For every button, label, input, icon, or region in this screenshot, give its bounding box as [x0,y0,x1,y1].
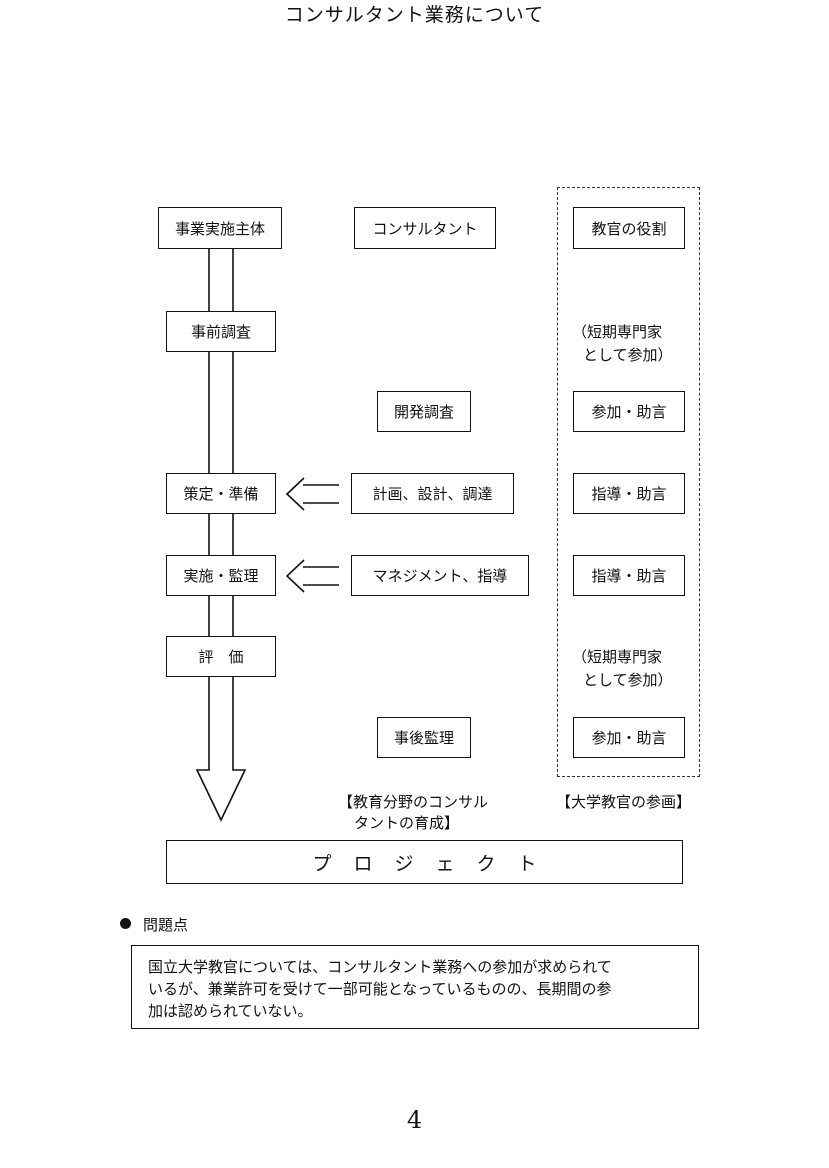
faculty-role-region [557,187,700,777]
stage-planning: 策定・準備 [166,473,276,514]
arrow-implementation [285,559,339,593]
issues-line2: いるが、兼業許可を受けて一部可能となっているものの、長期間の参 [148,980,612,998]
role-dev-survey: 参加・助言 [573,391,685,432]
role-short-term-1-line2: として参加） [583,346,673,364]
consultant-header: コンサルタント [354,207,496,249]
task-post-monitoring: 事後監理 [377,717,471,758]
task-dev-survey: 開発調査 [377,391,471,432]
role-post-monitoring: 参加・助言 [573,717,685,758]
caption-faculty: 【大学教官の参画】 [556,793,692,811]
issues-box: 国立大学教官については、コンサルタント業務への参加が求められて いるが、兼業許可… [131,945,699,1029]
task-management: マネジメント、指導 [351,555,529,596]
issues-line3: 加は認められていない。 [148,1002,313,1020]
issues-heading: 問題点 [143,916,189,934]
stage-implementation: 実施・監理 [166,555,276,596]
caption-consultant-line1: 【教育分野のコンサル [338,793,489,811]
project-bar: プロジェクト [166,840,683,884]
faculty-header: 教官の役割 [573,207,685,249]
role-short-term-2-line1: （短期専門家 [572,648,663,666]
role-short-term-1-line1: （短期専門家 [572,323,663,341]
stage-evaluation: 評 価 [166,636,276,677]
bullet-icon [120,918,131,929]
issues-line1: 国立大学教官については、コンサルタント業務への参加が求められて [148,958,612,976]
task-planning: 計画、設計、調達 [351,473,514,514]
actor-header: 事業実施主体 [158,207,282,249]
page-number: 4 [406,1106,423,1134]
role-planning: 指導・助言 [573,473,685,514]
stage-prior-survey: 事前調査 [166,311,276,352]
role-short-term-2-line2: として参加） [583,671,673,689]
role-management: 指導・助言 [573,555,685,596]
project-label: プロジェクト [312,852,559,875]
page-title: コンサルタント業務について [284,4,545,26]
arrow-planning [285,477,339,511]
caption-consultant-line2: タントの育成】 [354,814,460,832]
main-flow-arrow [195,249,247,822]
flow-arrows [195,249,339,822]
